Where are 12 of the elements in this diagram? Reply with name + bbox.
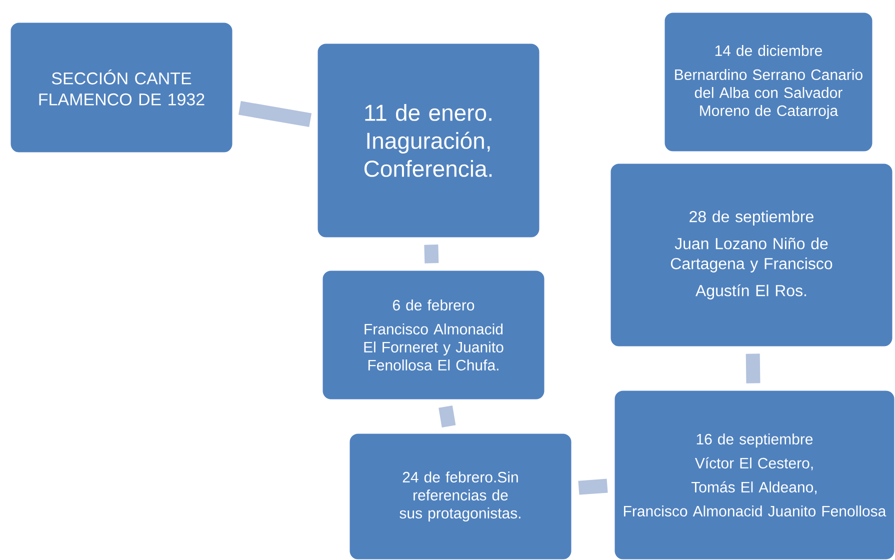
event-box: 28 de septiembre Juan Lozano Niño de Cartagena y Francisco Agustín El Ros. bbox=[609, 162, 894, 348]
connector-bar bbox=[238, 101, 312, 128]
event-box: 11 de enero. Inaguración, Conferencia. bbox=[316, 42, 541, 239]
connector-bar bbox=[746, 354, 760, 384]
connector-bar bbox=[424, 244, 439, 264]
event-box: 24 de febrero.Sin referencias de sus protagonistas. bbox=[348, 432, 573, 560]
connector-bar bbox=[438, 406, 456, 428]
event-box: 16 de septiembre Víctor El Cestero, Tomás El Aldeano, Francisco Almonacid Juanito Fenollosa bbox=[613, 389, 895, 560]
event-box: 6 de febrero Francisco Almonacid El Forneret y Juanito Fenollosa El Chufa. bbox=[321, 269, 546, 401]
event-box: 14 de diciembre Bernardino Serrano Canario del Alba con Salvador Moreno de Catarroja bbox=[663, 11, 874, 153]
event-box: SECCIÓN CANTE FLAMENCO DE 1932 bbox=[9, 21, 234, 154]
connector-bar bbox=[578, 478, 608, 495]
